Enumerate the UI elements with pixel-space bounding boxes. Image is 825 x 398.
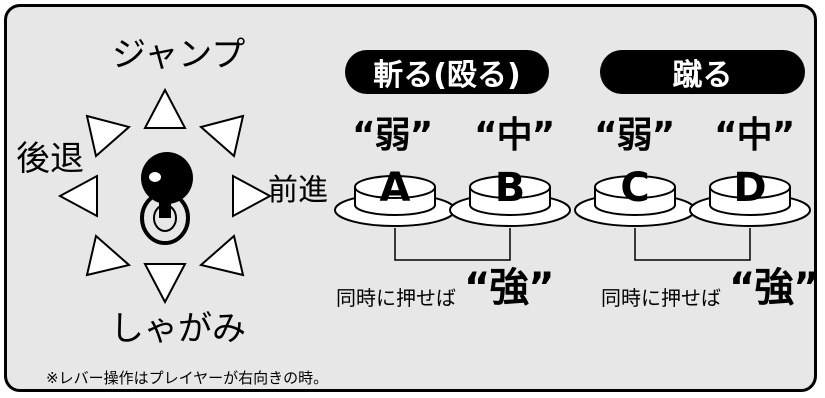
arrow-down-right-icon — [198, 234, 245, 277]
slash-category-pill — [345, 50, 549, 94]
button-d-letter: D — [733, 165, 767, 211]
joystick-icon — [140, 152, 193, 245]
kick-category-pill — [600, 50, 805, 94]
combo-result-ab: “強” — [464, 265, 555, 311]
combo-text-ab: 同時に押せば — [336, 286, 456, 310]
arrow-up-right-icon — [198, 114, 245, 158]
strength-label-b: “中” — [474, 115, 555, 156]
arrow-left-icon — [57, 174, 98, 218]
strength-label-d: “中” — [714, 115, 795, 156]
footnote: ※レバー操作はプレイヤーが右向きの時。 — [46, 369, 329, 387]
arrow-up-left-icon — [85, 114, 132, 158]
bracket-cd — [634, 228, 751, 261]
kick-category-label: 蹴る — [672, 58, 733, 93]
direction-back-label: 後退 — [16, 139, 84, 179]
button-c — [574, 175, 696, 227]
strength-label-a: “弱” — [352, 115, 433, 156]
direction-down-label: しゃがみ — [110, 309, 246, 349]
direction-up-label: ジャンプ — [112, 35, 246, 75]
combo-text-cd: 同時に押せば — [601, 286, 721, 310]
strength-label-c: “弱” — [594, 115, 675, 156]
arrow-up-icon — [143, 87, 187, 129]
button-b-letter: B — [494, 165, 526, 211]
slash-category-label: 斬る(殴る) — [373, 58, 521, 93]
arrow-right-icon — [232, 174, 273, 218]
button-a-letter: A — [379, 165, 411, 211]
button-b — [449, 175, 571, 227]
arrow-down-left-icon — [85, 234, 132, 277]
button-a — [334, 175, 456, 227]
button-d — [689, 175, 811, 227]
arrow-down-icon — [143, 263, 187, 305]
button-c-letter: C — [620, 165, 650, 211]
direction-forward-label: 前進 — [268, 173, 328, 208]
combo-result-cd: “強” — [729, 265, 820, 311]
bracket-ab — [394, 228, 511, 261]
